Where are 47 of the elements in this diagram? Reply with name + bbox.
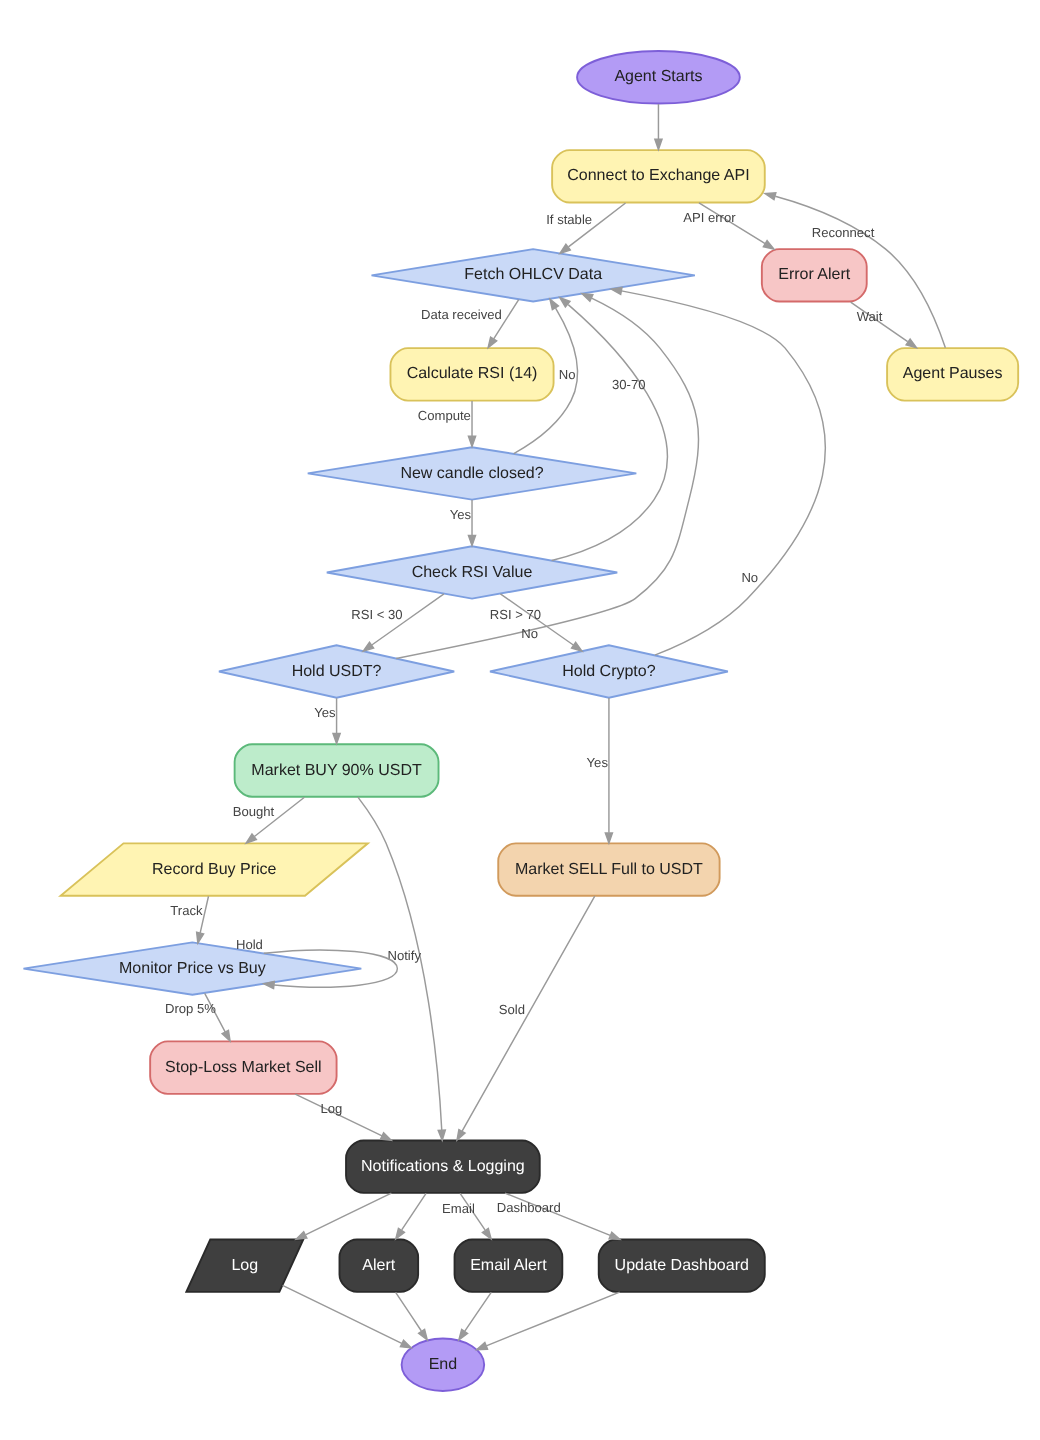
arrow xyxy=(260,948,398,989)
arrow xyxy=(608,285,825,655)
arrow xyxy=(331,696,341,745)
arrow xyxy=(652,102,663,151)
arrow xyxy=(848,300,918,349)
arrow xyxy=(293,1191,392,1240)
node-box: Agent Pauses xyxy=(885,346,1019,401)
node-box: Email Alert xyxy=(452,1237,563,1292)
arrow xyxy=(394,291,699,659)
arrow xyxy=(697,201,775,250)
arrow xyxy=(603,696,613,845)
node-box: Stop-Loss Market Sell xyxy=(148,1039,337,1094)
node-box: Calculate RSI (14) xyxy=(388,346,554,401)
arrow xyxy=(549,295,667,561)
node-box: Error Alert xyxy=(759,247,867,302)
arrow xyxy=(503,1191,621,1240)
arrow xyxy=(280,1283,413,1348)
node-box: Market SELL Full to USDT xyxy=(496,841,720,896)
arrow xyxy=(360,592,444,652)
node-ellipse: Agent Starts xyxy=(575,49,740,104)
node-diamond: New candle closed? xyxy=(305,445,637,500)
arrow xyxy=(485,297,519,349)
node-box: Notifications & Logging xyxy=(344,1138,540,1193)
arrow xyxy=(557,201,626,254)
arrow xyxy=(466,498,476,547)
arrow xyxy=(512,296,577,454)
node-box: Alert xyxy=(337,1237,419,1292)
node-diamond: Check RSI Value xyxy=(324,544,618,599)
arrow xyxy=(458,1191,492,1240)
arrow xyxy=(194,894,209,945)
node-box: Market BUY 90% USDT xyxy=(232,742,439,797)
arrow xyxy=(393,1191,426,1240)
arrow xyxy=(356,795,446,1142)
node-box: Update Dashboard xyxy=(596,1237,765,1292)
arrow xyxy=(466,399,476,448)
arrow xyxy=(473,1290,620,1350)
arrow xyxy=(456,1290,491,1341)
arrow xyxy=(243,795,305,844)
arrow xyxy=(498,592,583,652)
arrow xyxy=(393,1290,428,1341)
node-diamond: Hold Crypto? xyxy=(488,643,728,698)
node-box: Connect to Exchange API xyxy=(550,148,765,203)
arrow xyxy=(761,190,946,348)
arrow xyxy=(454,894,595,1142)
node-diamond: Hold USDT? xyxy=(217,643,455,698)
arrow xyxy=(293,1092,393,1141)
arrow xyxy=(203,991,231,1043)
